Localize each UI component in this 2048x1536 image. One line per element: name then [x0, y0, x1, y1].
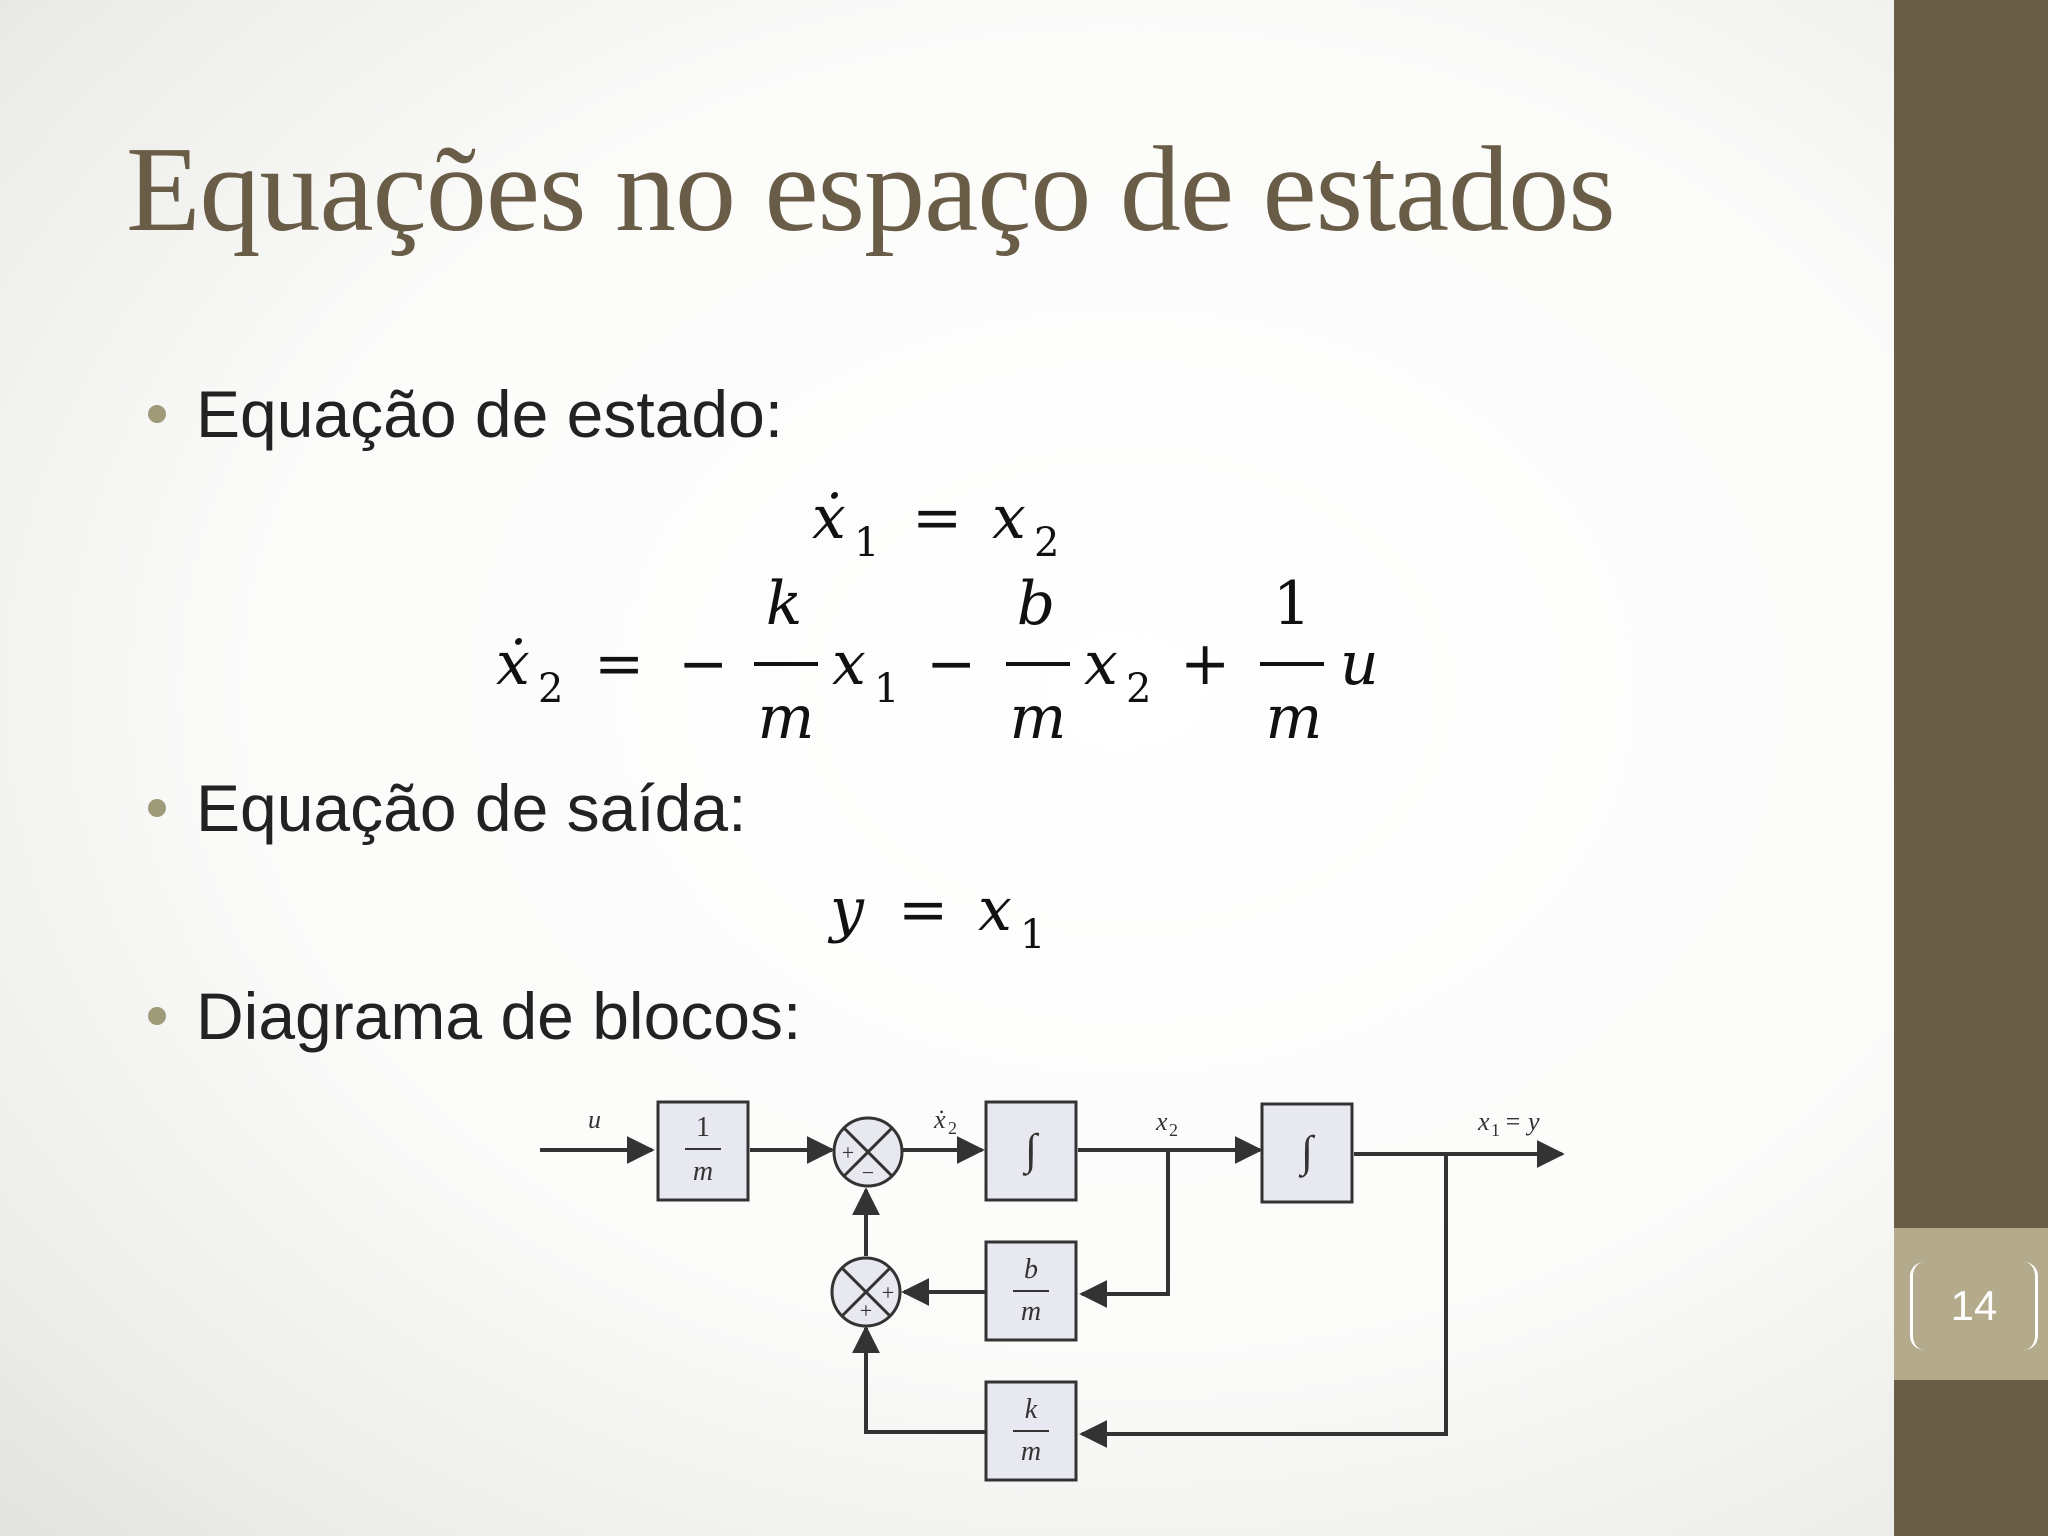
eq2-x2: x: [1084, 629, 1118, 699]
feedback-x2-line: [1079, 1150, 1170, 1308]
gainb-num: b: [1024, 1254, 1038, 1285]
label-x2-sub: 2: [1169, 1120, 1178, 1140]
gaink-den: m: [1021, 1436, 1041, 1467]
frac1-numerator: k: [766, 569, 802, 639]
integrator1-symbol: ∫: [1022, 1125, 1040, 1176]
eq2-minus-2: −: [926, 629, 976, 699]
bullet-block-diagram: Diagrama de blocos:: [148, 978, 801, 1054]
eq2-x1-sub: 1: [874, 666, 899, 712]
feedback-x1-line: [1079, 1154, 1448, 1448]
frac3-denominator: m: [1266, 683, 1323, 753]
sum2-sign-right: +: [882, 1280, 894, 1305]
bullet-output-equation: Equação de saída:: [148, 770, 746, 846]
frac1-denominator: m: [758, 683, 815, 753]
label-output-eq: = y: [1504, 1107, 1540, 1136]
bullet-dot: [148, 1006, 166, 1025]
eq2-u: u: [1340, 629, 1379, 699]
sum1-sign-top: +: [842, 1140, 854, 1165]
out-equals: =: [898, 875, 948, 945]
eq1-lhs-sub: 1: [854, 520, 879, 566]
gaink-num: k: [1025, 1394, 1038, 1425]
block-gain-1-over-m: 1 m: [656, 1100, 750, 1202]
summing-junction-2: + +: [830, 1256, 902, 1328]
eq2-equals: =: [594, 629, 644, 699]
out-rhs: x: [978, 875, 1012, 945]
eq1-lhs: ẋ: [812, 483, 846, 553]
label-output-sub: 1: [1491, 1120, 1500, 1140]
sum2-sign-bottom: +: [860, 1298, 872, 1323]
eq2-x2-sub: 2: [1126, 666, 1151, 712]
page-number-tab: [1894, 1228, 2048, 1380]
eq2-lhs-sub: 2: [538, 666, 563, 712]
bullet-text: Diagrama de blocos:: [196, 979, 802, 1053]
sum1-sign-bottom: −: [862, 1160, 874, 1185]
label-u: u: [588, 1105, 601, 1134]
block-integrator-1: ∫: [984, 1100, 1078, 1202]
page-number-bracket: [1910, 1262, 2038, 1350]
label-xdot2-sub: 2: [948, 1118, 957, 1138]
output-equation: y = x 1: [827, 875, 1045, 958]
summing-junction-1: + −: [832, 1116, 904, 1188]
eq1-rhs: x: [992, 483, 1026, 553]
block-gain-b-over-m: b m: [984, 1240, 1078, 1342]
label-x2: x: [1155, 1107, 1168, 1136]
eq2-x1: x: [832, 629, 866, 699]
page-number: 14: [1950, 1282, 1998, 1329]
state-equation-1: ẋ 1 = x 2: [812, 483, 1059, 566]
gain1-den: m: [693, 1156, 713, 1187]
block-gain-k-over-m: k m: [984, 1380, 1078, 1482]
block-integrator-2: ∫: [1260, 1102, 1354, 1204]
signal-k-to-sum2: [852, 1325, 986, 1434]
frac2-denominator: m: [1010, 683, 1067, 753]
bullet-text: Equação de saída:: [196, 771, 747, 845]
out-rhs-sub: 1: [1020, 912, 1045, 958]
bullet-dot: [148, 404, 166, 423]
eq1-equals: =: [912, 483, 962, 553]
eq2-lhs: ẋ: [496, 629, 530, 699]
eq1-rhs-sub: 2: [1034, 520, 1059, 566]
frac2-numerator: b: [1017, 569, 1055, 639]
bullet-text: Equação de estado:: [196, 377, 784, 451]
gainb-den: m: [1021, 1296, 1041, 1327]
gain1-num: 1: [696, 1112, 710, 1143]
eq2-plus: +: [1180, 629, 1230, 699]
slide-title: Equações no espaço de estados: [126, 122, 1616, 257]
eq2-minus-1: −: [678, 629, 728, 699]
label-output: x: [1477, 1107, 1490, 1136]
state-equation-2: ẋ 2 = − k m x 1 − b m x 2 + 1 m u: [496, 569, 1379, 753]
frac3-numerator: 1: [1273, 569, 1311, 639]
out-lhs: y: [827, 875, 865, 945]
label-xdot2: ẋ: [933, 1105, 946, 1134]
bullet-dot: [148, 798, 166, 817]
bullet-state-equation: Equação de estado:: [148, 376, 783, 452]
integrator2-symbol: ∫: [1298, 1127, 1316, 1178]
